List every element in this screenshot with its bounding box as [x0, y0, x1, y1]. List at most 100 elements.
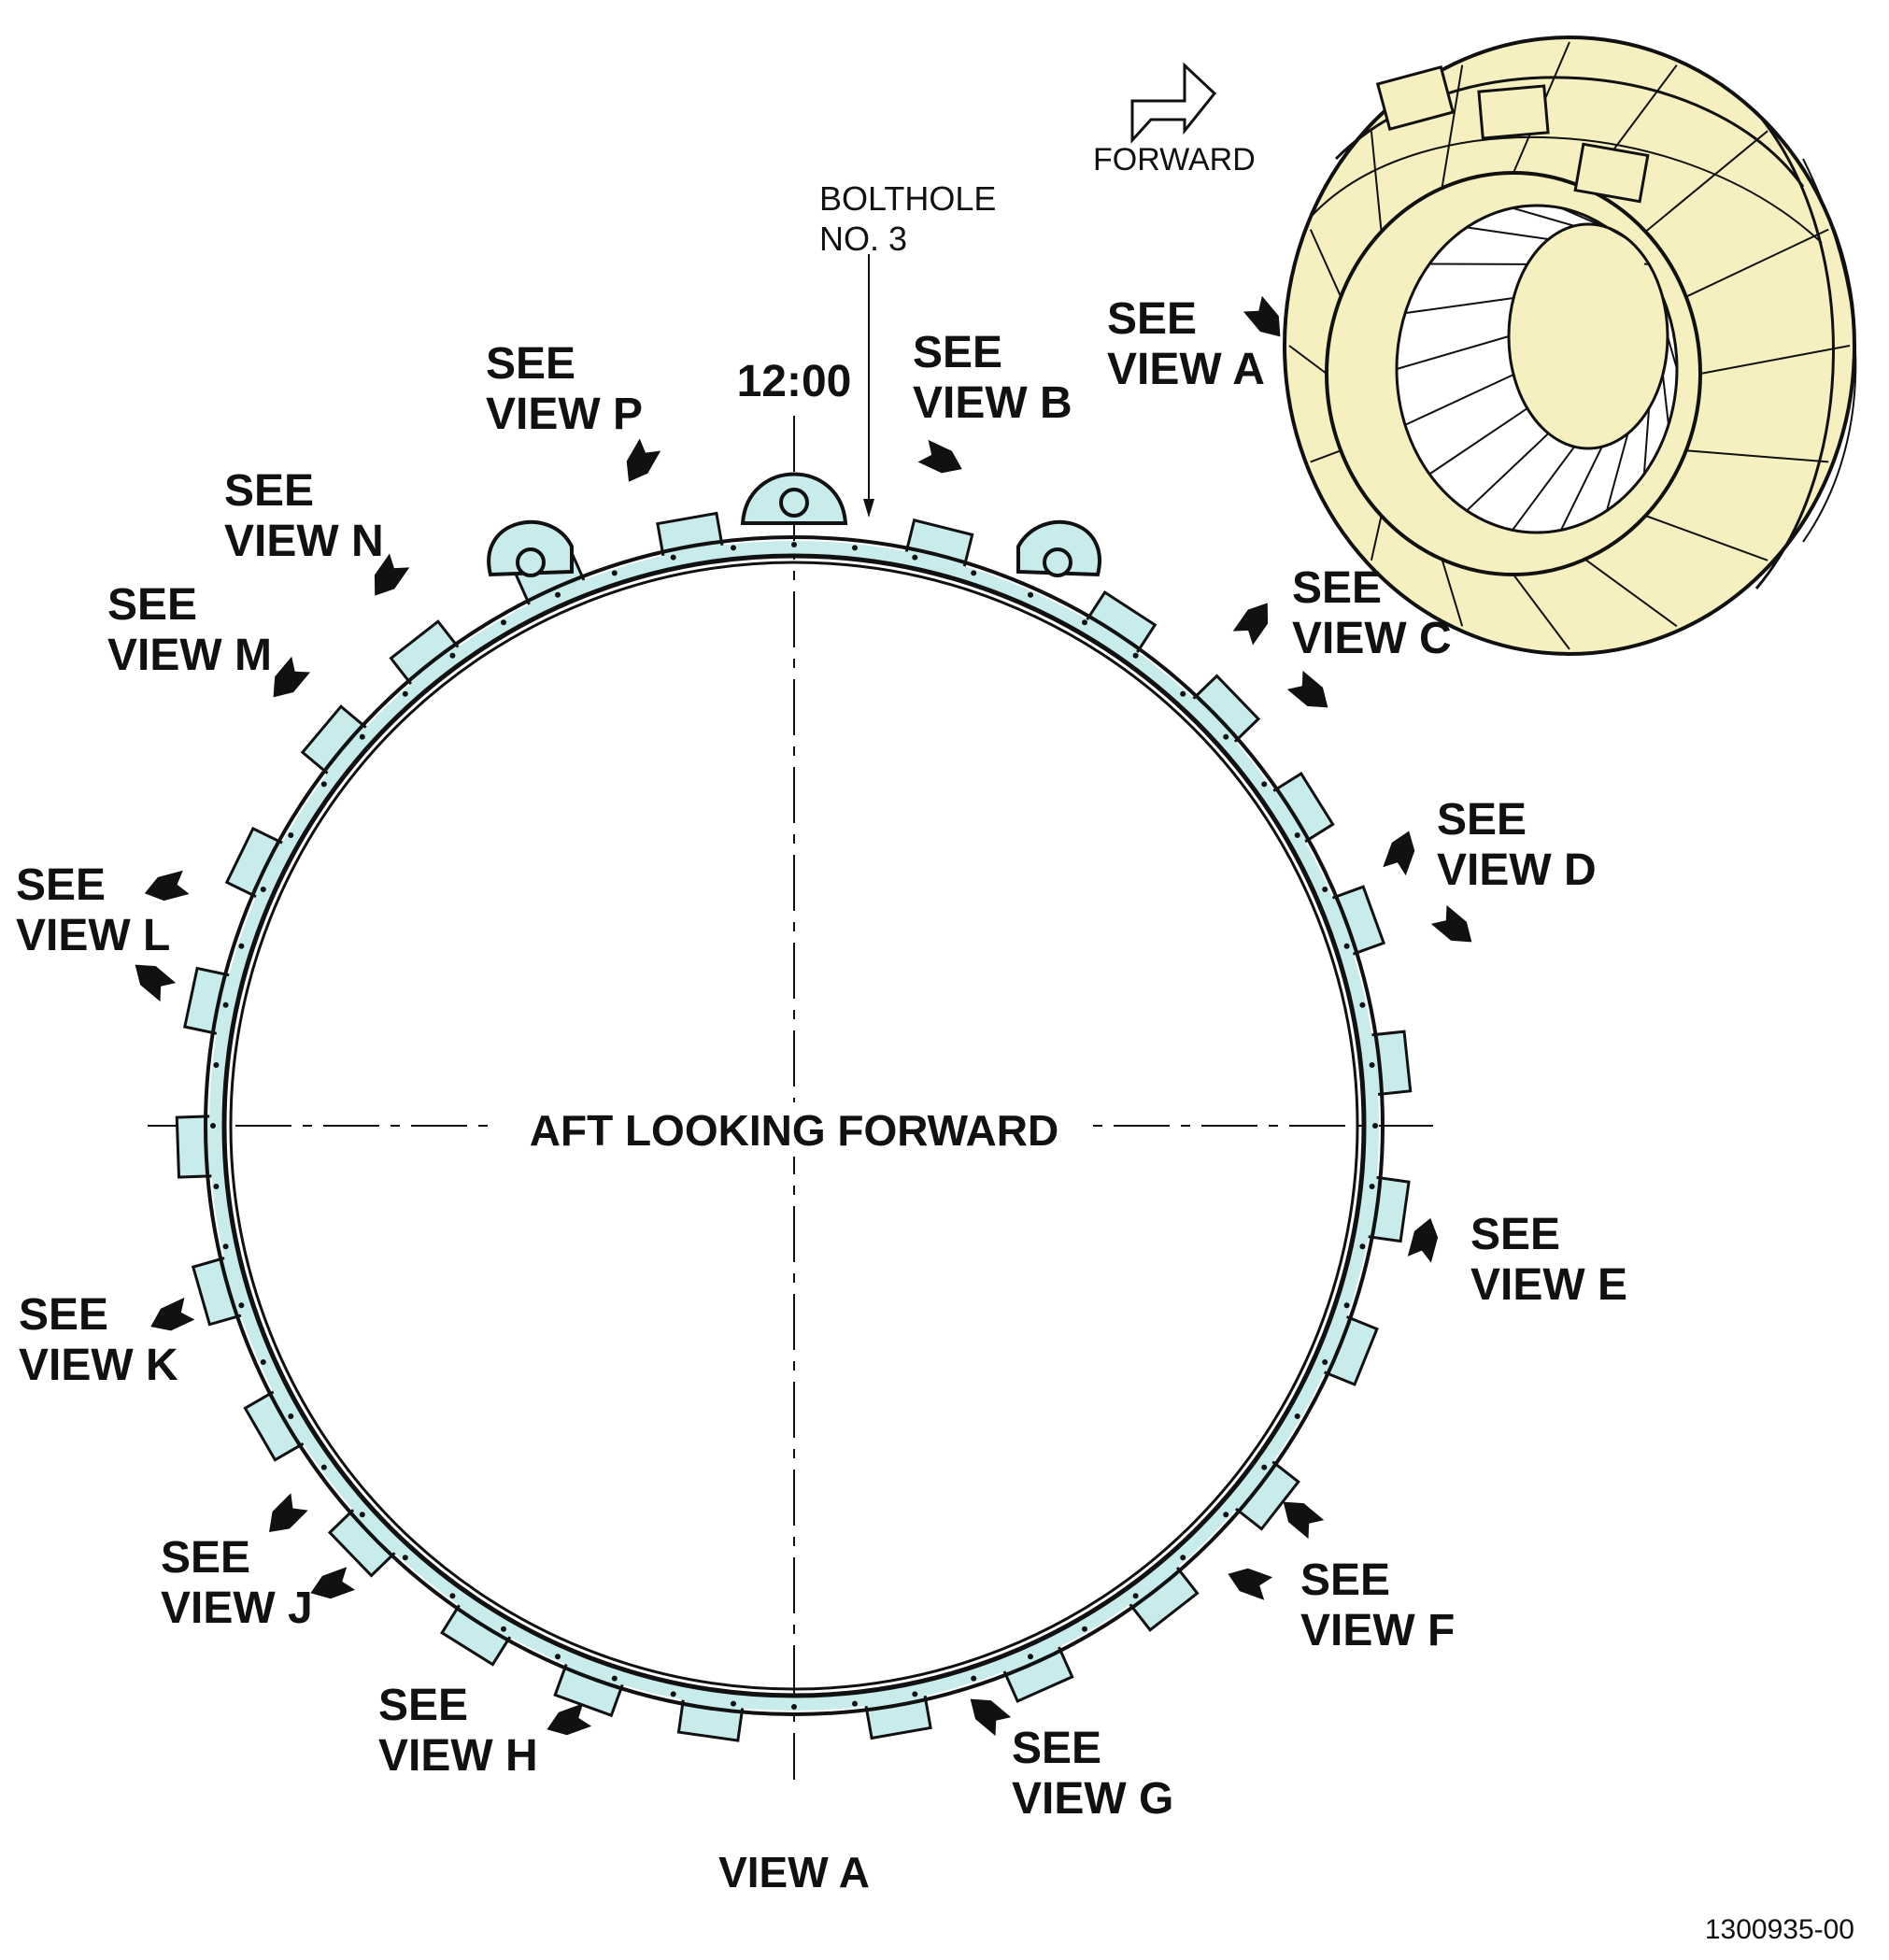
ring-bolt-dot — [971, 1675, 977, 1682]
callout-label-line: VIEW P — [486, 390, 643, 439]
engine-vane-line — [1606, 433, 1629, 511]
callout-label-line: SEE — [1437, 795, 1527, 845]
engine-vane-line — [1667, 335, 1678, 370]
ring-bolt-dot — [1372, 1123, 1378, 1129]
callout-label-line: VIEW J — [161, 1584, 313, 1633]
callout-label-line: VIEW D — [1437, 845, 1597, 895]
callout-label-line: SEE — [1107, 294, 1197, 344]
ring-bolt-dot — [1343, 943, 1350, 949]
ring-bolt-dot — [260, 887, 266, 892]
callout-label-line: VIEW A — [1107, 345, 1265, 394]
ring-bolt-dot — [555, 591, 561, 598]
forward-label: FORWARD — [1093, 142, 1256, 178]
engine-vane-line — [1428, 407, 1528, 476]
callout-arrow-icon — [374, 553, 410, 596]
callout-arrow-icon — [1430, 904, 1472, 943]
callout-arrow-icon — [917, 439, 962, 474]
callout-label-line: SEE — [1012, 1724, 1101, 1773]
callout-label-line: VIEW H — [378, 1731, 538, 1781]
ring-bolt-dot — [611, 1675, 618, 1682]
engine-segment-line — [1441, 559, 1464, 627]
bolthole-leader-arrowhead — [863, 499, 874, 518]
ring-bolt-dot — [288, 1413, 294, 1419]
ring-bolt-dot — [852, 545, 858, 551]
engine-vane-line — [1512, 206, 1575, 227]
ring-bolt-dot — [449, 652, 456, 659]
forward-arrow-icon — [1130, 62, 1217, 144]
engine-vane-line — [1661, 297, 1669, 314]
ring-bolt-dot — [1322, 887, 1328, 892]
ring-bolt-dot — [1294, 1413, 1300, 1419]
engine-segment-line — [1685, 228, 1829, 298]
ring-bolt-dot — [320, 1464, 327, 1470]
callout-label-line: SEE — [224, 466, 314, 516]
engine-vane-line — [1560, 206, 1603, 227]
engine-segment-line — [1370, 515, 1383, 561]
ring-bolt-dot — [288, 832, 294, 838]
ring-bolt-dot — [210, 1123, 216, 1129]
bolthole-label-line-1: BOLTHOLE — [819, 179, 996, 218]
engine-vane-line — [1661, 374, 1669, 426]
engine-segment-line — [1309, 229, 1342, 298]
callout-label-line: VIEW K — [19, 1341, 178, 1390]
engine-segment-line — [1441, 64, 1464, 189]
bolthole-label-line-2: NO. 3 — [819, 220, 907, 258]
ring-bolt-dot — [1082, 619, 1087, 626]
engine-segment-line — [1645, 515, 1768, 561]
callout-arrow-icon — [626, 438, 661, 482]
engine-segment-line — [1513, 574, 1570, 650]
ring-bolt-dot — [912, 554, 918, 561]
callout-label-line: SEE — [19, 1290, 108, 1340]
engine-vane-line — [1466, 226, 1549, 241]
callout-arrow-icon — [1283, 1501, 1325, 1540]
engine-vane-line — [1466, 433, 1550, 512]
callout-arrow-icon — [150, 1297, 195, 1331]
ring-bolt-dot — [555, 1654, 561, 1660]
view-orientation-label: AFT LOOKING FORWARD — [530, 1106, 1058, 1155]
callout-label-line: VIEW F — [1300, 1606, 1455, 1655]
ring-bolt-dot — [1261, 781, 1268, 788]
ring-bolt-dot — [1294, 832, 1300, 838]
view-title: VIEW A — [718, 1848, 870, 1896]
clock-position-label: 12:00 — [737, 357, 852, 406]
ring-bolt-dot — [238, 1302, 245, 1309]
engine-vane-line — [1396, 335, 1510, 370]
callout-label-line: VIEW M — [107, 631, 272, 680]
ring-bolt-dot — [222, 1243, 229, 1250]
engine-segment-line — [1685, 449, 1829, 463]
ring-bolt-dot — [1082, 1626, 1087, 1632]
engine-vane-line — [1404, 374, 1514, 426]
callout-arrow-icon — [1286, 670, 1328, 708]
callout-label-line: VIEW L — [16, 911, 170, 960]
ring-bolt-dot — [1223, 1512, 1229, 1518]
ring-bolt-dot — [1180, 690, 1186, 697]
ring-bolt-dot — [238, 943, 245, 949]
callout-label-line: SEE — [107, 580, 197, 630]
engine-segment-line — [1699, 345, 1851, 375]
ring-bolt-dot — [1028, 591, 1033, 598]
ring-bolt-dot — [611, 570, 618, 576]
fan-frame-ring — [175, 472, 1413, 1742]
ring-bolt-dot — [260, 1359, 266, 1365]
ring-bolt-dot — [1261, 1464, 1268, 1470]
ring-bolt-dot — [1223, 733, 1229, 740]
ring-bolt-dot — [449, 1593, 456, 1599]
ring-bolt-dot — [791, 1704, 797, 1710]
ring-bolt-dot — [402, 1555, 408, 1561]
ring-bolt-dot — [1132, 652, 1139, 659]
